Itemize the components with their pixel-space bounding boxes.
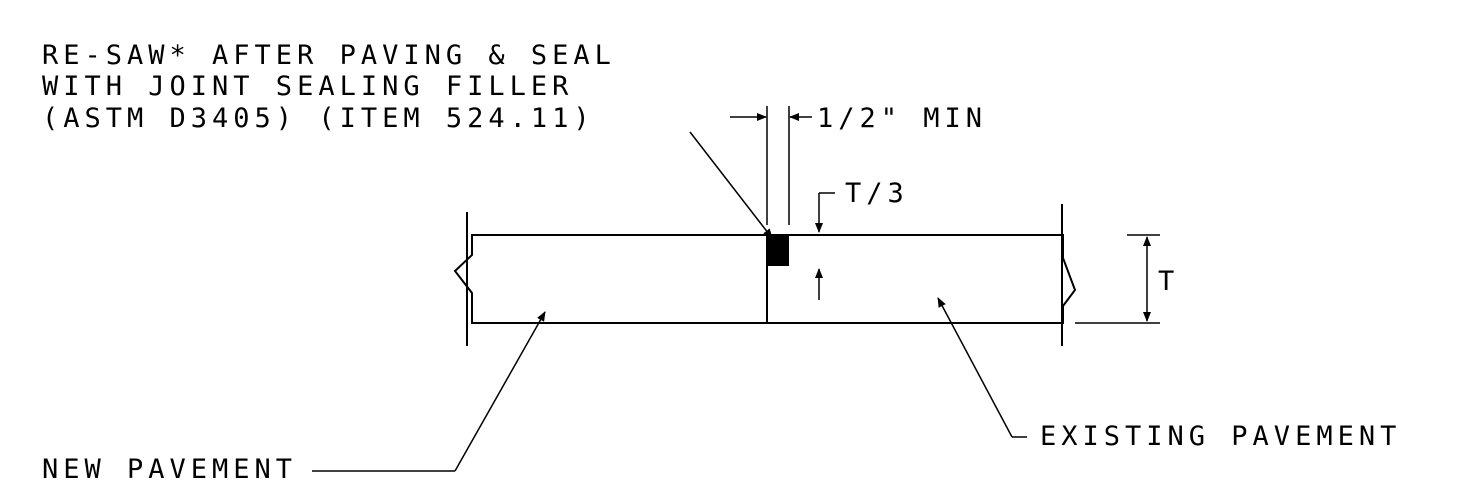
new-pavement-leader-diagonal bbox=[454, 311, 546, 472]
new-pavement-label: NEW PAVEMENT bbox=[42, 454, 297, 485]
pavement-slab bbox=[453, 204, 1077, 346]
new-pavement-slab bbox=[453, 234, 768, 324]
resaw-label-line2: WITH JOINT SEALING FILLER bbox=[42, 71, 573, 102]
depth-third-label: T/3 bbox=[845, 178, 909, 209]
joint-sealant bbox=[767, 235, 789, 266]
resaw-leader bbox=[689, 131, 773, 239]
existing-pavement-label: EXISTING PAVEMENT bbox=[1040, 421, 1401, 452]
min-width-label: 1/2" MIN bbox=[817, 103, 987, 134]
thickness-dimension bbox=[1075, 234, 1160, 324]
existing-pavement-slab bbox=[766, 234, 1077, 324]
min-width-dimension bbox=[730, 106, 812, 225]
thickness-label: T bbox=[1158, 266, 1179, 297]
resaw-label-line3: (ASTM D3405) (ITEM 524.11) bbox=[42, 103, 595, 134]
resaw-label-line1: RE-SAW* AFTER PAVING & SEAL bbox=[42, 40, 616, 71]
existing-leader-diagonal bbox=[937, 297, 1013, 438]
leader-lines bbox=[312, 131, 1027, 472]
depth-third-dimension bbox=[815, 192, 835, 300]
